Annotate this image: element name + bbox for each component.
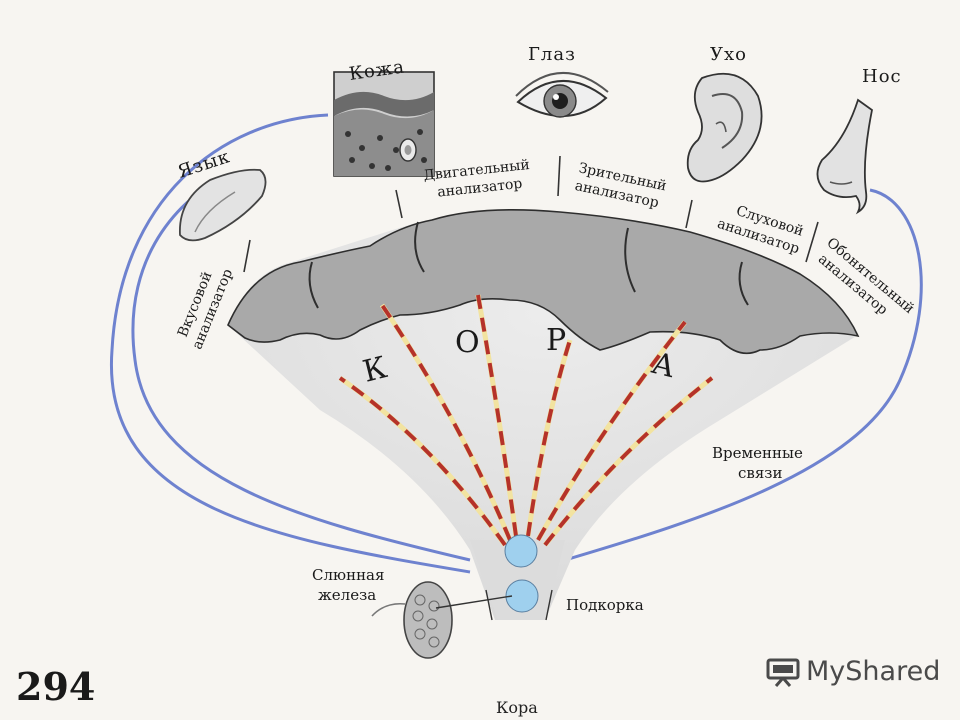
page-number: 294 [16, 664, 96, 709]
nose-label: Нос [862, 66, 902, 87]
watermark-text: MyShared [806, 656, 941, 687]
eye-label: Глаз [528, 44, 576, 65]
subcortex-node-lower [505, 579, 539, 613]
pathway-line [338, 376, 507, 547]
neural-pathways [338, 294, 714, 547]
pathway-line [526, 339, 572, 537]
temporary-links-label-line1: Временные [712, 444, 803, 462]
cortex-letter-o: О [455, 325, 480, 360]
pathway-line [543, 376, 714, 547]
cortex-letter-r: Р [546, 323, 566, 358]
nose-icon [816, 98, 873, 215]
cortex-fan [227, 208, 860, 621]
presentation-icon [766, 658, 800, 687]
skin-connection-line [109, 113, 471, 574]
subcortex-label: Подкорка [566, 596, 644, 614]
ear-icon [686, 72, 763, 183]
tongue-icon [179, 168, 267, 242]
pathway-line [380, 303, 512, 541]
cortex-gray-matter [227, 208, 860, 355]
salivary-gland-label-line2: железа [318, 586, 376, 604]
eye-icon [515, 71, 609, 118]
salivary-gland-icon [371, 581, 453, 659]
skin-icon [333, 71, 435, 177]
salivary-gland-label-line1: Слюнная [312, 566, 384, 584]
sulci [308, 221, 749, 309]
subcortex-node-upper [504, 534, 538, 568]
pathway-dashed-lines [338, 294, 714, 547]
pathway-line [476, 294, 518, 537]
pathway-line [536, 320, 687, 541]
nose-connection-line [564, 188, 923, 562]
tongue-connection-line [131, 173, 471, 562]
divider-lines [243, 155, 819, 273]
watermark: MyShared [766, 656, 940, 687]
bottom-cut-text: Кора [496, 698, 538, 717]
ear-label: Ухо [710, 44, 747, 65]
cortex-stem [470, 540, 565, 620]
connection-lines [109, 113, 923, 574]
subcortex-nodes [504, 534, 539, 613]
gland-pointer-line [435, 595, 513, 609]
temporary-links-label-line2: связи [738, 464, 783, 482]
stem-outline [485, 589, 553, 621]
